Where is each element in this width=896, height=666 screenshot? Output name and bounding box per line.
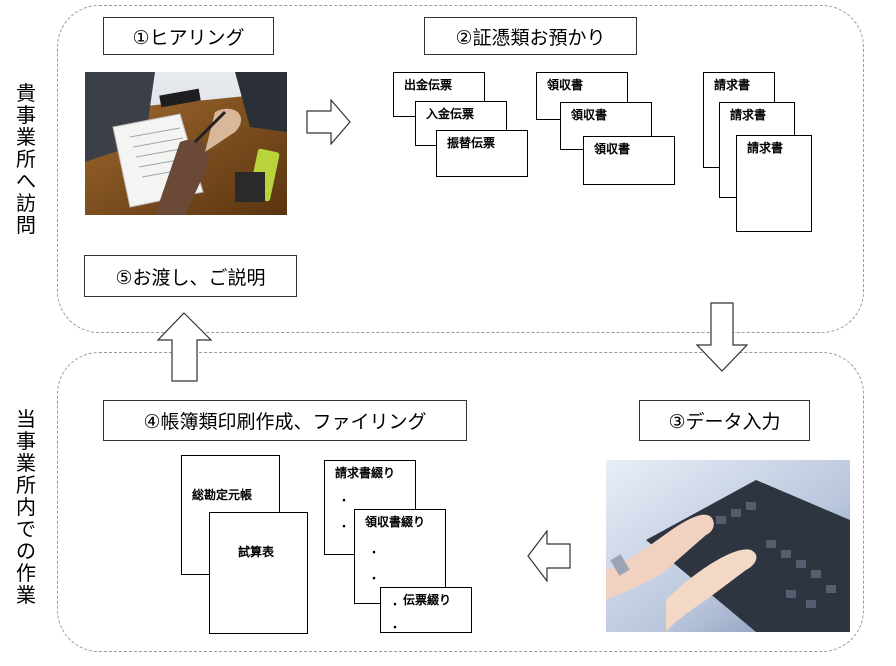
invoice-binder-title: 請求書綴り [335,466,396,480]
invoice-doc: 請求書 [736,135,812,232]
receipt-doc: 領収書 [583,136,675,185]
bullet: ・ [339,522,349,533]
left-arrow-icon [527,530,571,582]
voucher-transfer: 振替伝票 [436,130,528,177]
bullet: ・ [369,548,379,559]
bullet: ・ [339,496,349,507]
receipt-binder-title: 領収書綴り [365,515,426,529]
office-region-label: 当事業所内での作業 [16,407,36,607]
step-receive-vouchers: ②証憑類お預かり [424,17,637,55]
down-arrow-icon [696,302,748,372]
trial-balance: 試算表 [209,512,308,634]
step-hearing: ①ヒアリング [103,17,274,55]
step-deliver-explain: ⑤お渡し、ご説明 [84,255,297,297]
office-region [57,352,864,652]
visit-region [57,5,864,333]
meeting-photo [85,72,287,215]
right-arrow-icon [306,99,351,145]
bullet: ・ [390,623,400,634]
voucher-binder: ・ 伝票綴り ・ [380,587,472,634]
visit-region-label: 貴事業所へ訪問 [16,81,36,237]
step-data-entry: ③データ入力 [639,400,810,441]
bullet: ・ [390,600,400,611]
step-print-filing: ④帳簿類印刷作成、ファイリング [103,400,467,441]
voucher-binder-title: 伝票綴り [403,593,452,607]
bullet: ・ [369,574,379,585]
up-arrow-icon [157,312,212,382]
typing-photo [606,460,850,632]
